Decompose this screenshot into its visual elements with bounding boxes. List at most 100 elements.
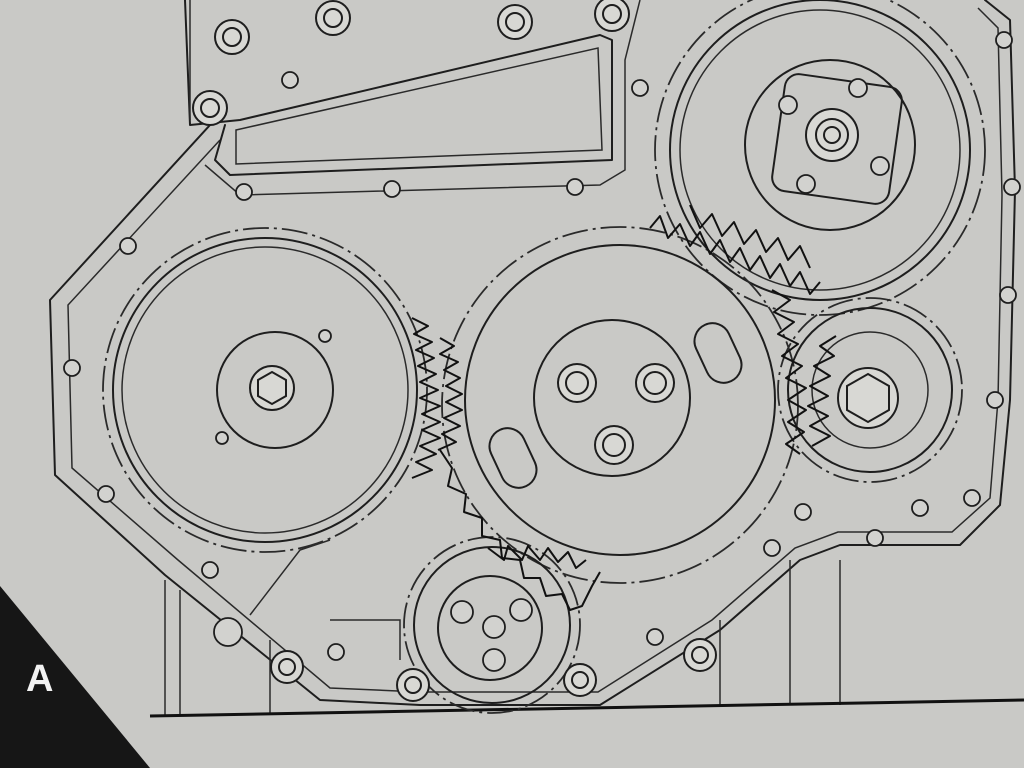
cover-bolt [594, 0, 630, 32]
gasket-hole [213, 617, 243, 647]
gear-center-hub [533, 319, 691, 477]
gear-bottom-hole [482, 648, 506, 672]
gear-upper-right-square-hub [771, 73, 903, 205]
gasket-hole [63, 359, 81, 377]
gear-bottom-rim [413, 546, 571, 704]
gasket-hole [119, 237, 137, 255]
gasket-hole [235, 183, 253, 201]
hub-hole [778, 95, 798, 115]
cover-bolt-inner [278, 658, 296, 676]
cover-bolt [683, 638, 717, 672]
plate-bottom-edge [149, 698, 1024, 718]
hub-hole [848, 78, 868, 98]
gear-upper-right-inner-rim [679, 9, 961, 291]
gear-upper-right-hub-ring [744, 59, 916, 231]
mesh-teeth-center-bottom [439, 449, 601, 611]
gasket-hole [566, 178, 584, 196]
mesh-teeth-bottom-gear [487, 545, 587, 569]
gasket-hole [794, 503, 812, 521]
gasket-hole [963, 489, 981, 507]
gasket-holes [63, 31, 1021, 661]
cover-bolt-inner [571, 671, 589, 689]
cover-bolt-inner [404, 676, 422, 694]
gear-center-bolt-inner [643, 371, 667, 395]
cover-bolt [214, 19, 250, 55]
gear-left-nut [257, 370, 287, 406]
lower-housing [164, 539, 841, 715]
upper-plate [184, 0, 613, 176]
gear-center-bolt [557, 363, 597, 403]
mesh-teeth-center-upper [649, 215, 821, 295]
cover-bolt-inner [691, 646, 709, 664]
gear-teeth [411, 204, 837, 611]
cover-bolt-inner [222, 27, 242, 47]
hub-bolt-core [823, 126, 841, 144]
gasket-hole [1003, 178, 1021, 196]
gear-bottom-hole [482, 615, 506, 639]
mesh-teeth-center-right [771, 289, 807, 455]
gear-upper-right-dash [654, 0, 986, 316]
mesh-teeth-left-center [411, 317, 441, 479]
cover-bolt [497, 4, 533, 40]
gasket-hole [327, 643, 345, 661]
gasket-hole [995, 31, 1013, 49]
gasket-hole [201, 561, 219, 579]
upper-plate-inner [235, 47, 603, 165]
gear-left [102, 227, 428, 553]
gear-center-rim [464, 244, 776, 556]
gear-left-rim [112, 237, 418, 543]
cover-bolt-inner [602, 4, 622, 24]
gear-small-right-dash [777, 297, 963, 483]
gear-center-bolt-inner [565, 371, 589, 395]
cover-bolt [396, 668, 430, 702]
cover-bolt [315, 0, 351, 36]
cover-bolt [270, 650, 304, 684]
upper-plate-edge [189, 0, 641, 196]
gear-left-pin [215, 431, 229, 445]
gear-center-slot [693, 322, 743, 384]
gear-bottom-hub [437, 575, 543, 681]
figure-label: A [26, 658, 54, 700]
hub-bolt-inner [815, 118, 849, 152]
mesh-teeth-center-left [437, 337, 463, 451]
hub-hole [796, 174, 816, 194]
gear-left-hub [216, 331, 334, 449]
gear-center-slot [488, 427, 538, 489]
gear-left-inner-rim [121, 246, 409, 534]
gasket-hole [631, 79, 649, 97]
gear-left-dash [102, 227, 428, 553]
gasket-hole [866, 529, 884, 547]
gear-center-bolt [635, 363, 675, 403]
cover-bolt-inner [505, 12, 525, 32]
cover-bolt-inner [200, 98, 220, 118]
mesh-teeth-small-right [807, 335, 837, 447]
gasket-hole [281, 71, 299, 89]
gear-bottom-hole [509, 598, 533, 622]
cover-bolt-inner [323, 8, 343, 28]
gear-center-bolt-inner [602, 433, 626, 457]
gasket-hole [999, 286, 1017, 304]
gasket-hole [646, 628, 664, 646]
gasket-hole [911, 499, 929, 517]
gear-upper-right-rim [669, 0, 971, 301]
gear-small-right-rim [787, 307, 953, 473]
gear-center-bolt [594, 425, 634, 465]
gasket-hole [97, 485, 115, 503]
hub-bolt [805, 108, 859, 162]
gear-small-right [777, 297, 963, 483]
mesh-teeth-upper-gear [689, 204, 811, 269]
gear-small-right-nut [846, 372, 890, 424]
gear-bottom-dash [403, 536, 581, 714]
cover-bolt [563, 663, 597, 697]
gasket-hole [763, 539, 781, 557]
gear-bottom-hole [450, 600, 474, 624]
gear-bottom [403, 536, 581, 714]
gasket-hole [383, 180, 401, 198]
gear-left-pin [318, 329, 332, 343]
gear-left-bolt [249, 365, 295, 411]
hub-hole [870, 156, 890, 176]
cover-bolts [192, 0, 717, 702]
gear-small-right-inner [811, 331, 929, 449]
